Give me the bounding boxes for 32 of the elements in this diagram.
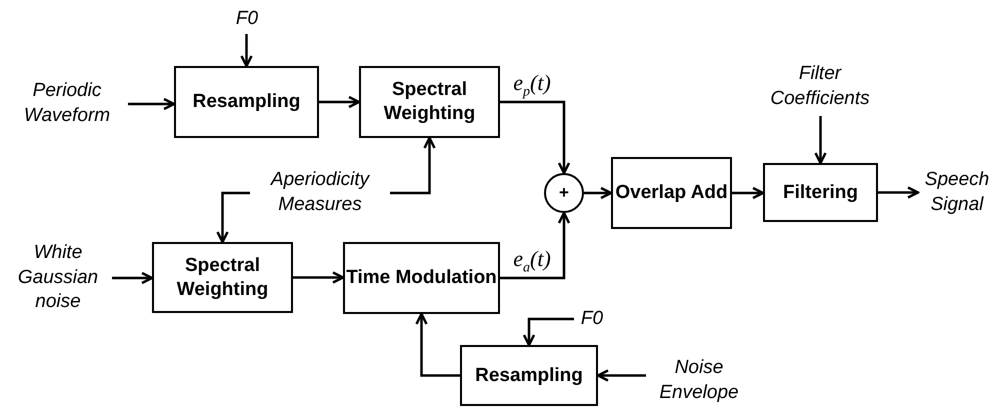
signal-label: Aperiodicity Measures	[250, 166, 390, 220]
arrow	[878, 186, 920, 199]
signal-label: F0	[574, 305, 610, 333]
process-box: Filtering	[763, 163, 878, 222]
process-box: Spectral Weighting	[359, 66, 500, 138]
signal-label: F0	[225, 4, 269, 34]
summing-junction: +	[544, 173, 584, 213]
arrow	[240, 34, 253, 68]
arrow	[293, 271, 344, 284]
arrow	[112, 272, 154, 284]
process-box: Resampling	[174, 66, 319, 138]
process-box: Time Modulation	[343, 242, 500, 314]
process-box: Spectral Weighting	[152, 242, 293, 313]
arrow	[596, 369, 646, 382]
arrow	[584, 186, 612, 200]
arrow	[216, 192, 250, 244]
signal-label: Noise Envelope	[646, 354, 752, 408]
arrow	[319, 96, 360, 108]
signal-label: Filter Coefficients	[764, 58, 876, 116]
arrow	[128, 98, 176, 110]
arrow	[814, 116, 827, 164]
arrow	[500, 212, 570, 280]
signal-label: Speech Signal	[918, 166, 996, 220]
process-box: Resampling	[460, 345, 598, 406]
arrow	[390, 136, 436, 194]
arrow	[522, 318, 574, 346]
process-box: Overlap Add	[611, 157, 732, 229]
signal-label: White Gaussian noise	[4, 236, 112, 320]
arrow	[500, 100, 570, 174]
arrow	[732, 186, 764, 200]
arrow	[415, 312, 460, 377]
signal-label: Periodic Waveform	[6, 78, 128, 130]
